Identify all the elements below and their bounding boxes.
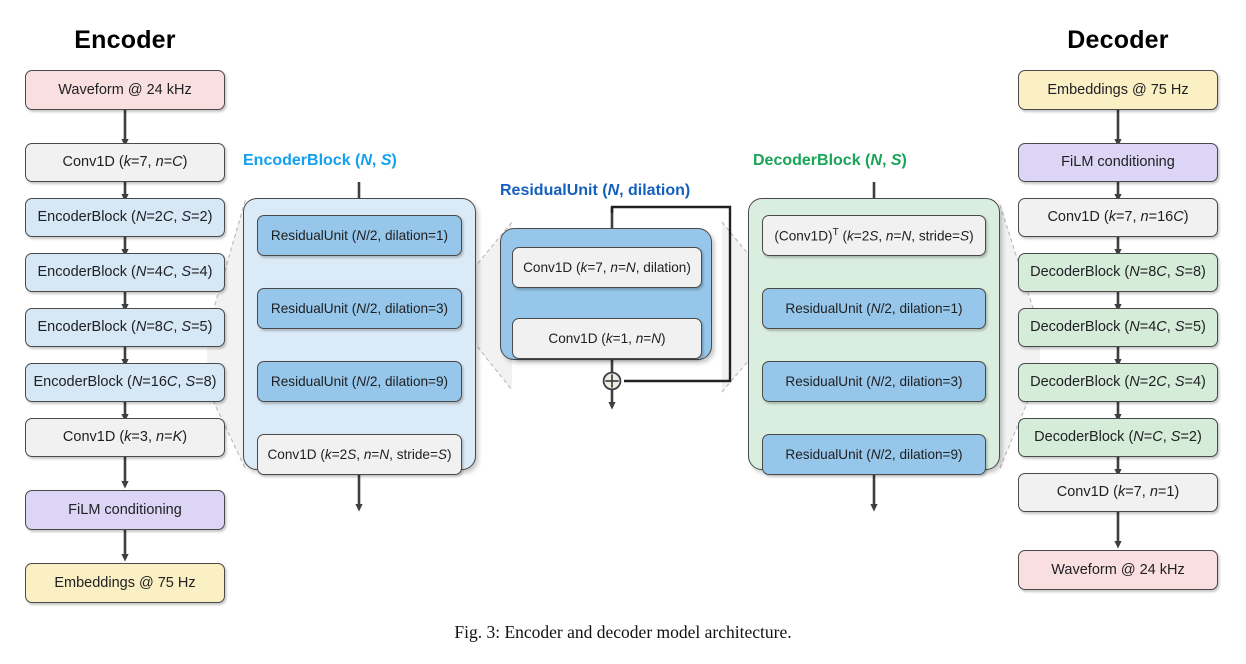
decoder-node-decoderblock-1: DecoderBlock (N=8C, S=8): [1018, 253, 1218, 292]
node-label: Conv1D (k=2S, n=N, stride=S): [267, 446, 452, 462]
encoder-node-encoderblock-2: EncoderBlock (N=4C, S=4): [25, 253, 225, 292]
node-label: FiLM conditioning: [1061, 154, 1175, 171]
residualunit-node-conv1d-k1: Conv1D (k=1, n=N): [512, 318, 702, 359]
node-label: ResidualUnit (N/2, dilation=9): [270, 373, 449, 389]
node-label: ResidualUnit (N/2, dilation=1): [785, 300, 963, 316]
decoder-node-conv1d-in: Conv1D (k=7, n=16C): [1018, 198, 1218, 237]
figure-caption: Fig. 3: Encoder and decoder model archit…: [454, 622, 792, 642]
encoder-node-encoderblock-3: EncoderBlock (N=8C, S=5): [25, 308, 225, 347]
decoder-node-decoderblock-3: DecoderBlock (N=2C, S=4): [1018, 363, 1218, 402]
node-label: FiLM conditioning: [68, 501, 182, 518]
encoder-node-conv1d-in: Conv1D (k=7, n=C): [25, 143, 225, 182]
node-label: EncoderBlock (N=16C, S=8): [33, 374, 217, 391]
decoder-title: Decoder: [1067, 26, 1169, 54]
encoderblock-node-residual-1: ResidualUnit (N/2, dilation=1): [257, 215, 462, 256]
node-label: Waveform @ 24 kHz: [1051, 561, 1185, 578]
node-label: DecoderBlock (N=4C, S=5): [1030, 319, 1206, 336]
encoderblock-node-conv1d: Conv1D (k=2S, n=N, stride=S): [257, 434, 462, 475]
node-label: DecoderBlock (N=C, S=2): [1034, 429, 1202, 446]
decoder-node-waveform: Waveform @ 24 kHz: [1018, 550, 1218, 590]
decoderblock-node-residual-1: ResidualUnit (N/2, dilation=1): [762, 288, 986, 329]
encoderblock-panel-title: EncoderBlock (N, S): [243, 152, 397, 169]
encoderblock-node-residual-9: ResidualUnit (N/2, dilation=9): [257, 361, 462, 402]
encoder-node-embeddings: Embeddings @ 75 Hz: [25, 563, 225, 603]
node-label: ResidualUnit (N/2, dilation=3): [785, 373, 963, 389]
residualunit-panel-title: ResidualUnit (N, dilation): [500, 182, 691, 199]
node-label: (Conv1D)T (k=2S, n=N, stride=S): [774, 226, 974, 244]
decoderblock-panel-title: DecoderBlock (N, S): [753, 152, 907, 169]
node-label: EncoderBlock (N=4C, S=4): [37, 264, 213, 281]
node-label: ResidualUnit (N/2, dilation=1): [270, 227, 449, 243]
encoder-node-encoderblock-4: EncoderBlock (N=16C, S=8): [25, 363, 225, 402]
node-label: Embeddings @ 75 Hz: [54, 574, 196, 591]
node-label: Conv1D (k=7, n=1): [1056, 484, 1180, 501]
decoderblock-node-residual-9: ResidualUnit (N/2, dilation=9): [762, 434, 986, 475]
encoder-node-waveform: Waveform @ 24 kHz: [25, 70, 225, 110]
node-label: DecoderBlock (N=2C, S=4): [1030, 374, 1206, 391]
decoderblock-node-residual-3: ResidualUnit (N/2, dilation=3): [762, 361, 986, 402]
node-label: Conv1D (k=7, n=16C): [1047, 209, 1189, 226]
node-label: Conv1D (k=3, n=K): [62, 429, 188, 446]
node-label: EncoderBlock (N=2C, S=2): [37, 209, 213, 226]
node-label: Conv1D (k=7, n=C): [62, 154, 188, 171]
encoder-title: Encoder: [74, 26, 176, 54]
decoderblock-node-convtranspose: (Conv1D)T (k=2S, n=N, stride=S): [762, 215, 986, 256]
decoder-node-conv1d-out: Conv1D (k=7, n=1): [1018, 473, 1218, 512]
decoder-node-embeddings: Embeddings @ 75 Hz: [1018, 70, 1218, 110]
node-label: ResidualUnit (N/2, dilation=3): [270, 300, 449, 316]
encoder-node-encoderblock-1: EncoderBlock (N=2C, S=2): [25, 198, 225, 237]
node-label: Embeddings @ 75 Hz: [1047, 81, 1189, 98]
node-label: ResidualUnit (N/2, dilation=9): [785, 446, 963, 462]
node-label: Waveform @ 24 kHz: [58, 81, 192, 98]
decoder-node-decoderblock-2: DecoderBlock (N=4C, S=5): [1018, 308, 1218, 347]
decoder-node-decoderblock-4: DecoderBlock (N=C, S=2): [1018, 418, 1218, 457]
decoder-node-film: FiLM conditioning: [1018, 143, 1218, 182]
encoder-node-conv1d-out: Conv1D (k=3, n=K): [25, 418, 225, 457]
residualunit-node-conv1d-k7: Conv1D (k=7, n=N, dilation): [512, 247, 702, 288]
encoder-node-film: FiLM conditioning: [25, 490, 225, 530]
node-label: Conv1D (k=1, n=N): [548, 330, 666, 346]
sum-junction-circle: [602, 371, 622, 391]
encoderblock-node-residual-3: ResidualUnit (N/2, dilation=3): [257, 288, 462, 329]
node-label: EncoderBlock (N=8C, S=5): [37, 319, 213, 336]
node-label: DecoderBlock (N=8C, S=8): [1030, 264, 1206, 281]
node-label: Conv1D (k=7, n=N, dilation): [523, 259, 691, 275]
